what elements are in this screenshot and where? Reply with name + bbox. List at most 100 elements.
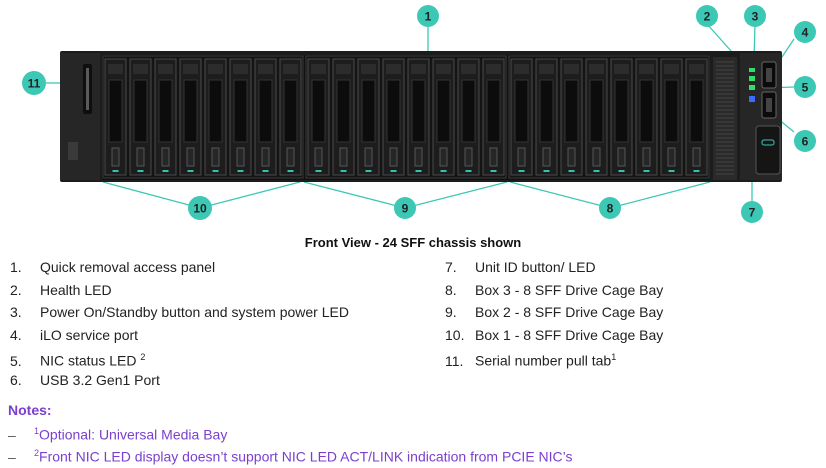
drive-bay[interactable] [660,58,683,176]
drive-bay[interactable] [407,58,430,176]
legend-number: 10. [445,326,465,343]
note-number: 1 [34,426,40,436]
server-front-diagram: 1 2 3 4 5 6 7 8 9 10 11 [22,5,816,223]
drive-bay[interactable] [560,58,583,176]
health-led [749,68,755,72]
legend-text: Quick removal access panel [40,259,216,275]
legend-number: 6. [10,371,22,388]
callout-markers: 1 2 3 4 5 6 7 8 9 10 11 [22,5,816,223]
drive-bay[interactable] [457,58,480,176]
drive-bay[interactable] [382,58,405,176]
footnote-ref: 1 [611,352,617,362]
callout-6-label: 6 [802,135,809,149]
drive-bay[interactable] [357,58,380,176]
notes-section: Notes: –1Optional: Universal Media Bay –… [8,400,573,465]
footnote-ref: 2 [140,352,146,362]
legend-text: Serial number pull tab [475,352,612,369]
legend-item: 1. Quick removal access panel [10,256,349,279]
drive-bay[interactable] [254,58,277,176]
legend-item: 11. Serial number pull tab1 [445,346,663,369]
callout-8: 8 [599,197,621,219]
uid-button[interactable] [749,96,755,102]
callout-11-label: 11 [28,77,41,91]
legend-item: 2. Health LED [10,279,349,302]
drive-bay[interactable] [535,58,558,176]
legend-text: iLO service port [40,326,139,343]
callout-2-label: 2 [704,10,711,24]
legend-item: 9. Box 2 - 8 SFF Drive Cage Bay [445,301,663,324]
callout-1: 1 [417,5,439,27]
callout-10: 10 [188,196,212,220]
legend-text: Box 3 - 8 SFF Drive Cage Bay [475,281,664,298]
legend-number: 2. [10,281,22,298]
drive-bay[interactable] [510,58,533,176]
note-dash: – [8,448,16,465]
drive-bay[interactable] [685,58,708,176]
drive-bay[interactable] [307,58,330,176]
note-dash: – [8,426,16,443]
legend-number: 11. [445,352,464,369]
media-bay [755,125,781,175]
note-item: – 2Front NIC LED display doesn’t support … [8,442,573,465]
legend-item: 10. Box 1 - 8 SFF Drive Cage Bay [445,324,663,347]
callout-5: 5 [794,76,816,98]
callout-7: 7 [741,201,763,223]
drive-cage [305,55,507,179]
legend-item: 8. Box 3 - 8 SFF Drive Cage Bay [445,279,663,302]
legend-item: 4.iLO service port [10,324,349,347]
callout-9-label: 9 [402,202,409,216]
legend-text: Unit ID button/ LED [475,259,596,275]
callout-11: 11 [22,71,46,95]
legend-text: NIC status LED [40,352,141,369]
legend-number: 5. [10,352,22,369]
figure-caption: Front View - 24 SFF chassis shown [304,235,522,250]
callout-3: 3 [744,5,766,27]
legend-text: USB 3.2 Gen1 Port [40,371,160,388]
drive-bay[interactable] [154,58,177,176]
drive-bay[interactable] [332,58,355,176]
legend-item: 6. USB 3.2 Gen1 Port [10,369,349,392]
drive-bay[interactable] [482,58,505,176]
legend-item: 3. Power On/Standby button and system pow… [10,301,349,324]
drive-bay[interactable] [585,58,608,176]
drive-bay[interactable] [204,58,227,176]
drive-bay[interactable] [432,58,455,176]
note-item: – 1Optional: Universal Media Bay [8,420,573,443]
note-text: Front NIC LED display doesn’t support NI… [39,448,573,465]
left-ear [60,53,100,180]
legend-text: Power On/Standby button and system power… [40,304,349,320]
legend-number: 1. [10,259,22,275]
legend-text: Box 2 - 8 SFF Drive Cage Bay [475,304,664,320]
nic-status-led [749,85,755,90]
legend-text: Health LED [40,281,112,298]
legend-item: 5. NIC status LED 2 [10,346,349,369]
drive-bay[interactable] [104,58,127,176]
legend-right: 7.Unit ID button/ LED 8. Box 3 - 8 SFF Dr… [445,256,663,369]
legend-left: 1. Quick removal access panel 2. Health LE… [10,256,349,391]
callout-6: 6 [794,130,816,152]
callout-2: 2 [696,5,718,27]
drive-bays [102,55,710,179]
legend-number: 9. [445,304,457,320]
drive-bay[interactable] [279,58,302,176]
callout-7-label: 7 [749,206,756,220]
power-button[interactable] [749,76,755,81]
legend-number: 3. [10,304,22,320]
drive-bay[interactable] [635,58,658,176]
drive-bay[interactable] [129,58,152,176]
callout-9: 9 [394,197,416,219]
callout-5-label: 5 [802,81,809,95]
callout-3-label: 3 [752,10,759,24]
note-number: 2 [34,448,40,458]
callout-4-label: 4 [802,26,809,40]
drive-bay[interactable] [229,58,252,176]
legend-number: 8. [445,281,457,298]
drive-bay[interactable] [179,58,202,176]
drive-cage [508,55,710,179]
legend-item: 7.Unit ID button/ LED [445,256,663,279]
legend-text: Box 1 - 8 SFF Drive Cage Bay [475,326,664,343]
callout-1-label: 1 [425,10,432,24]
drive-bay[interactable] [610,58,633,176]
drive-cage [102,55,304,179]
note-text: Optional: Universal Media Bay [39,426,228,443]
